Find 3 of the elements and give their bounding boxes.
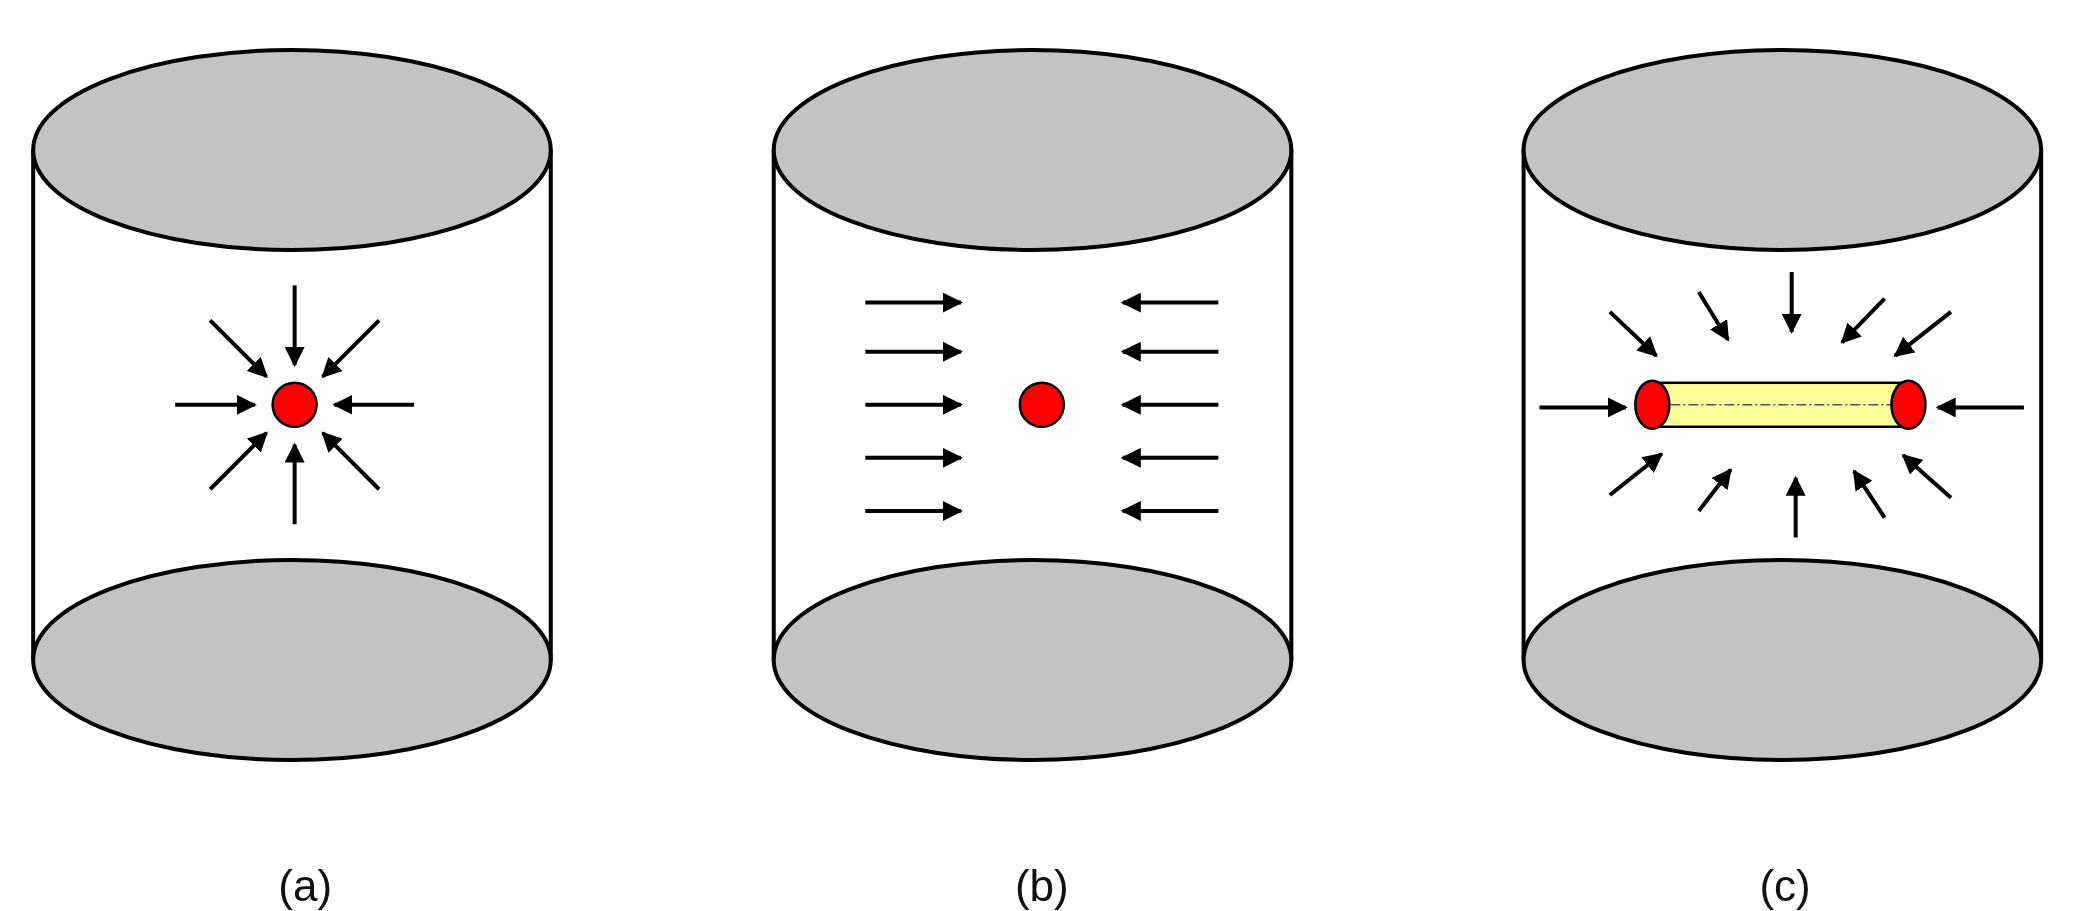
panel-label: (b): [1013, 860, 1070, 911]
panel-label: (a): [277, 860, 334, 911]
panel-label: (c): [1758, 860, 1812, 911]
